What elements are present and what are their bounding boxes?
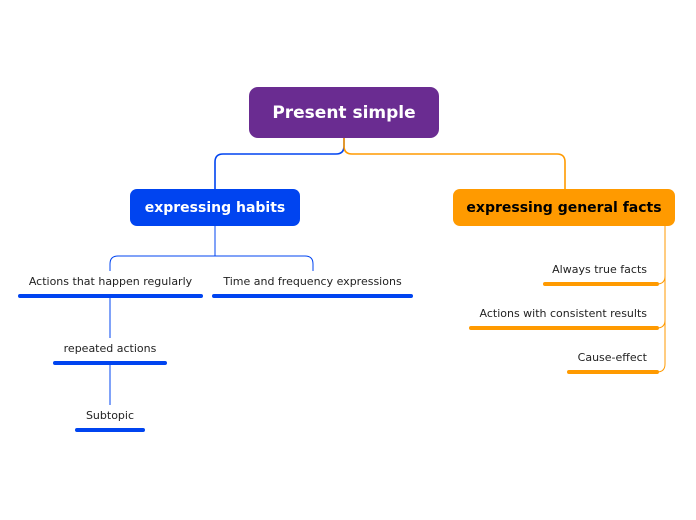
topic-expressing-general-facts[interactable]: expressing general facts [453, 189, 675, 226]
subtopic-time-frequency[interactable]: Time and frequency expressions [223, 275, 402, 288]
connector-habits-to-actions-regularly [109, 255, 215, 271]
subtopic-consistent-results[interactable]: Actions with consistent results [479, 307, 648, 320]
subtopic-actions-regularly[interactable]: Actions that happen regularly [28, 275, 193, 288]
connector-facts-vertical [656, 226, 666, 373]
topic-expressing-general-facts-label: expressing general facts [466, 199, 662, 216]
root-label: Present simple [272, 102, 416, 123]
root-node[interactable]: Present simple [249, 87, 439, 138]
subtopic-always-true-facts[interactable]: Always true facts [552, 263, 647, 276]
topic-expressing-habits[interactable]: expressing habits [130, 189, 300, 226]
subtopic-subtopic[interactable]: Subtopic [85, 409, 135, 422]
connector-habits-to-time-frequency [215, 255, 314, 271]
connector-root-to-facts [343, 138, 566, 189]
connector-root-to-habits [214, 138, 345, 189]
topic-expressing-habits-label: expressing habits [144, 199, 286, 216]
subtopic-repeated-actions[interactable]: repeated actions [63, 342, 157, 355]
subtopic-cause-effect[interactable]: Cause-effect [577, 351, 647, 364]
